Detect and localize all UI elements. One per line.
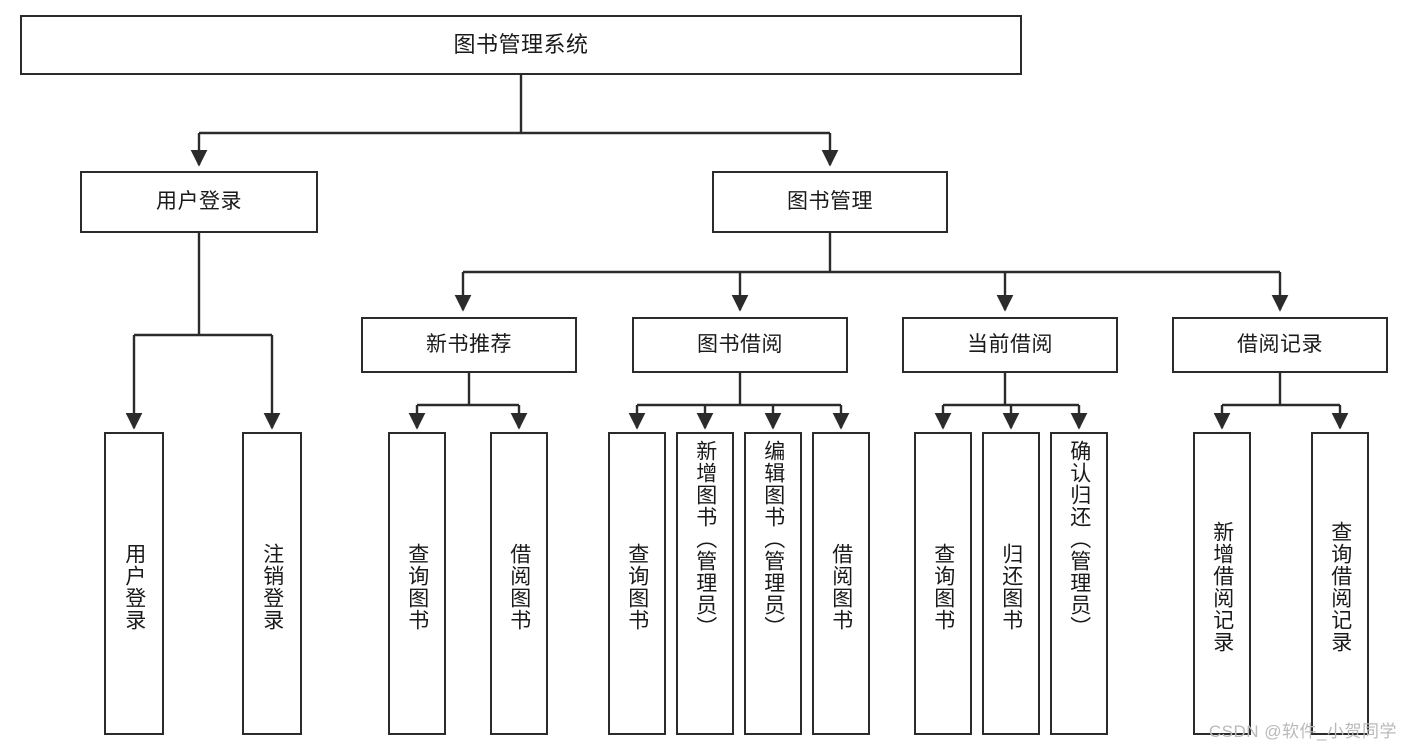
node-user-login[interactable]: 用户登录 bbox=[80, 171, 318, 233]
node-leaf-query-book-3[interactable]: 查询图书 bbox=[914, 432, 972, 735]
node-leaf-query-record[interactable]: 查询借阅记录 bbox=[1311, 432, 1369, 735]
node-leaf-return-book[interactable]: 归还图书 bbox=[982, 432, 1040, 735]
node-leaf-query-book-1-label: 查询图书 bbox=[405, 542, 429, 631]
node-leaf-query-record-label: 查询借阅记录 bbox=[1328, 520, 1352, 653]
node-leaf-add-book-label: 新增图书（管理员） bbox=[693, 440, 717, 638]
node-leaf-add-record-label: 新增借阅记录 bbox=[1210, 520, 1234, 653]
csdn-watermark: CSDN @软件_小贺同学 bbox=[1208, 722, 1397, 741]
node-borrow-record-label: 借阅记录 bbox=[1237, 332, 1323, 356]
node-current-borrow[interactable]: 当前借阅 bbox=[902, 317, 1118, 373]
node-leaf-confirm-return-label: 确认归还（管理员） bbox=[1067, 440, 1091, 638]
node-leaf-add-record[interactable]: 新增借阅记录 bbox=[1193, 432, 1251, 735]
node-leaf-logout[interactable]: 注销登录 bbox=[242, 432, 302, 735]
node-leaf-query-book-2-label: 查询图书 bbox=[625, 542, 649, 631]
node-leaf-user-login[interactable]: 用户登录 bbox=[104, 432, 164, 735]
node-leaf-borrow-book-1-label: 借阅图书 bbox=[507, 542, 531, 631]
node-leaf-logout-label: 注销登录 bbox=[260, 542, 284, 631]
node-leaf-edit-book-label: 编辑图书（管理员） bbox=[761, 440, 785, 638]
node-leaf-borrow-book-1[interactable]: 借阅图书 bbox=[490, 432, 548, 735]
node-new-book-rec[interactable]: 新书推荐 bbox=[361, 317, 577, 373]
node-current-borrow-label: 当前借阅 bbox=[967, 332, 1053, 356]
node-leaf-confirm-return[interactable]: 确认归还（管理员） bbox=[1050, 432, 1108, 735]
node-root-label: 图书管理系统 bbox=[453, 32, 589, 58]
node-root[interactable]: 图书管理系统 bbox=[20, 15, 1022, 75]
node-leaf-user-login-label: 用户登录 bbox=[122, 542, 146, 631]
node-leaf-query-book-1[interactable]: 查询图书 bbox=[388, 432, 446, 735]
node-book-borrow[interactable]: 图书借阅 bbox=[632, 317, 848, 373]
node-book-manage[interactable]: 图书管理 bbox=[712, 171, 948, 233]
node-book-manage-label: 图书管理 bbox=[787, 189, 873, 213]
node-leaf-borrow-book-2[interactable]: 借阅图书 bbox=[812, 432, 870, 735]
node-leaf-borrow-book-2-label: 借阅图书 bbox=[829, 542, 853, 631]
node-book-borrow-label: 图书借阅 bbox=[697, 332, 783, 356]
node-user-login-label: 用户登录 bbox=[156, 189, 242, 213]
node-leaf-return-book-label: 归还图书 bbox=[999, 542, 1023, 631]
node-leaf-edit-book[interactable]: 编辑图书（管理员） bbox=[744, 432, 802, 735]
node-leaf-query-book-2[interactable]: 查询图书 bbox=[608, 432, 666, 735]
node-leaf-query-book-3-label: 查询图书 bbox=[931, 542, 955, 631]
node-leaf-add-book[interactable]: 新增图书（管理员） bbox=[676, 432, 734, 735]
node-new-book-rec-label: 新书推荐 bbox=[426, 332, 512, 356]
node-borrow-record[interactable]: 借阅记录 bbox=[1172, 317, 1388, 373]
